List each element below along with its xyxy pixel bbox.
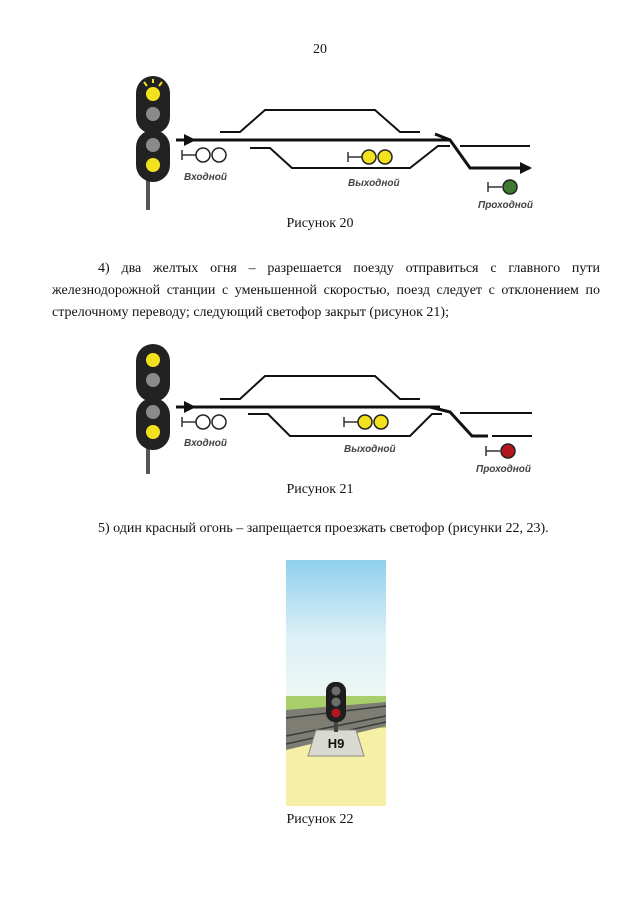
upper-siding-track xyxy=(220,375,420,400)
signal-plate-text: Н9 xyxy=(328,736,345,751)
entry-signal-light-4 xyxy=(146,425,160,439)
entry-signal-light-3 xyxy=(146,138,160,152)
exit-signal-light-2 xyxy=(377,149,393,165)
flashing-rays-icon xyxy=(143,79,163,87)
entry-arrow-icon xyxy=(184,401,196,413)
figure-20-diagram: Входной Выходной Проходной xyxy=(136,76,533,211)
entry-signal-light-4 xyxy=(146,158,160,172)
entry-ground-light-1 xyxy=(195,147,211,163)
exit-signal-label: Выходной xyxy=(344,444,396,455)
entry-ground-light-2 xyxy=(211,147,227,163)
entry-signal-lower-head xyxy=(136,398,170,450)
entry-signal-light-2 xyxy=(146,107,160,121)
diverging-track xyxy=(429,405,488,438)
sky xyxy=(286,560,386,700)
entry-ground-light-1 xyxy=(195,414,211,430)
entry-signal-label: Входной xyxy=(184,172,227,183)
exit-signal-light-2 xyxy=(373,414,389,430)
signal-light-2 xyxy=(331,697,341,707)
entry-signal-pole xyxy=(146,170,150,210)
lower-siding-track xyxy=(248,413,442,437)
entry-signal-label: Входной xyxy=(184,438,227,449)
exit-signal-light-1 xyxy=(361,149,377,165)
entry-signal-lower-head xyxy=(136,130,170,182)
exit-arrow-icon xyxy=(520,162,532,174)
entry-ground-light-2 xyxy=(211,414,227,430)
entry-signal-pole xyxy=(146,438,150,474)
entry-signal-light-1 xyxy=(146,87,160,101)
block-signal-light xyxy=(502,179,518,195)
signal-mast xyxy=(334,718,338,732)
upper-siding-track xyxy=(220,109,420,133)
page-number: 20 xyxy=(313,42,327,57)
block-signal-label: Проходной xyxy=(478,200,533,211)
entry-arrow-icon xyxy=(184,134,196,146)
block-signal-light xyxy=(500,443,516,459)
exit-signal-label: Выходной xyxy=(348,178,400,189)
entry-signal-upper-head xyxy=(136,76,170,134)
figure-20-caption: Рисунок 20 xyxy=(286,216,354,231)
figure-22-caption: Рисунок 22 xyxy=(286,812,354,827)
lower-siding-track xyxy=(250,145,450,169)
paragraph-item-4: 4) два желтых огня – разрешается поезду … xyxy=(52,261,600,320)
figure-21-diagram: Входной Выходной Проходной xyxy=(136,344,532,475)
figure-21-caption: Рисунок 21 xyxy=(286,482,354,497)
signal-light-1 xyxy=(331,686,341,696)
entry-signal-light-1 xyxy=(146,353,160,367)
figure-22-illustration: Н9 xyxy=(286,560,386,806)
entry-signal-light-2 xyxy=(146,373,160,387)
exit-signal-light-1 xyxy=(357,414,373,430)
paragraph-item-5: 5) один красный огонь – запрещается прое… xyxy=(98,521,549,536)
entry-signal-light-3 xyxy=(146,405,160,419)
signal-light-3 xyxy=(331,708,341,718)
signal-base xyxy=(307,729,365,757)
block-signal-label: Проходной xyxy=(476,464,531,475)
diverging-track xyxy=(434,132,530,170)
